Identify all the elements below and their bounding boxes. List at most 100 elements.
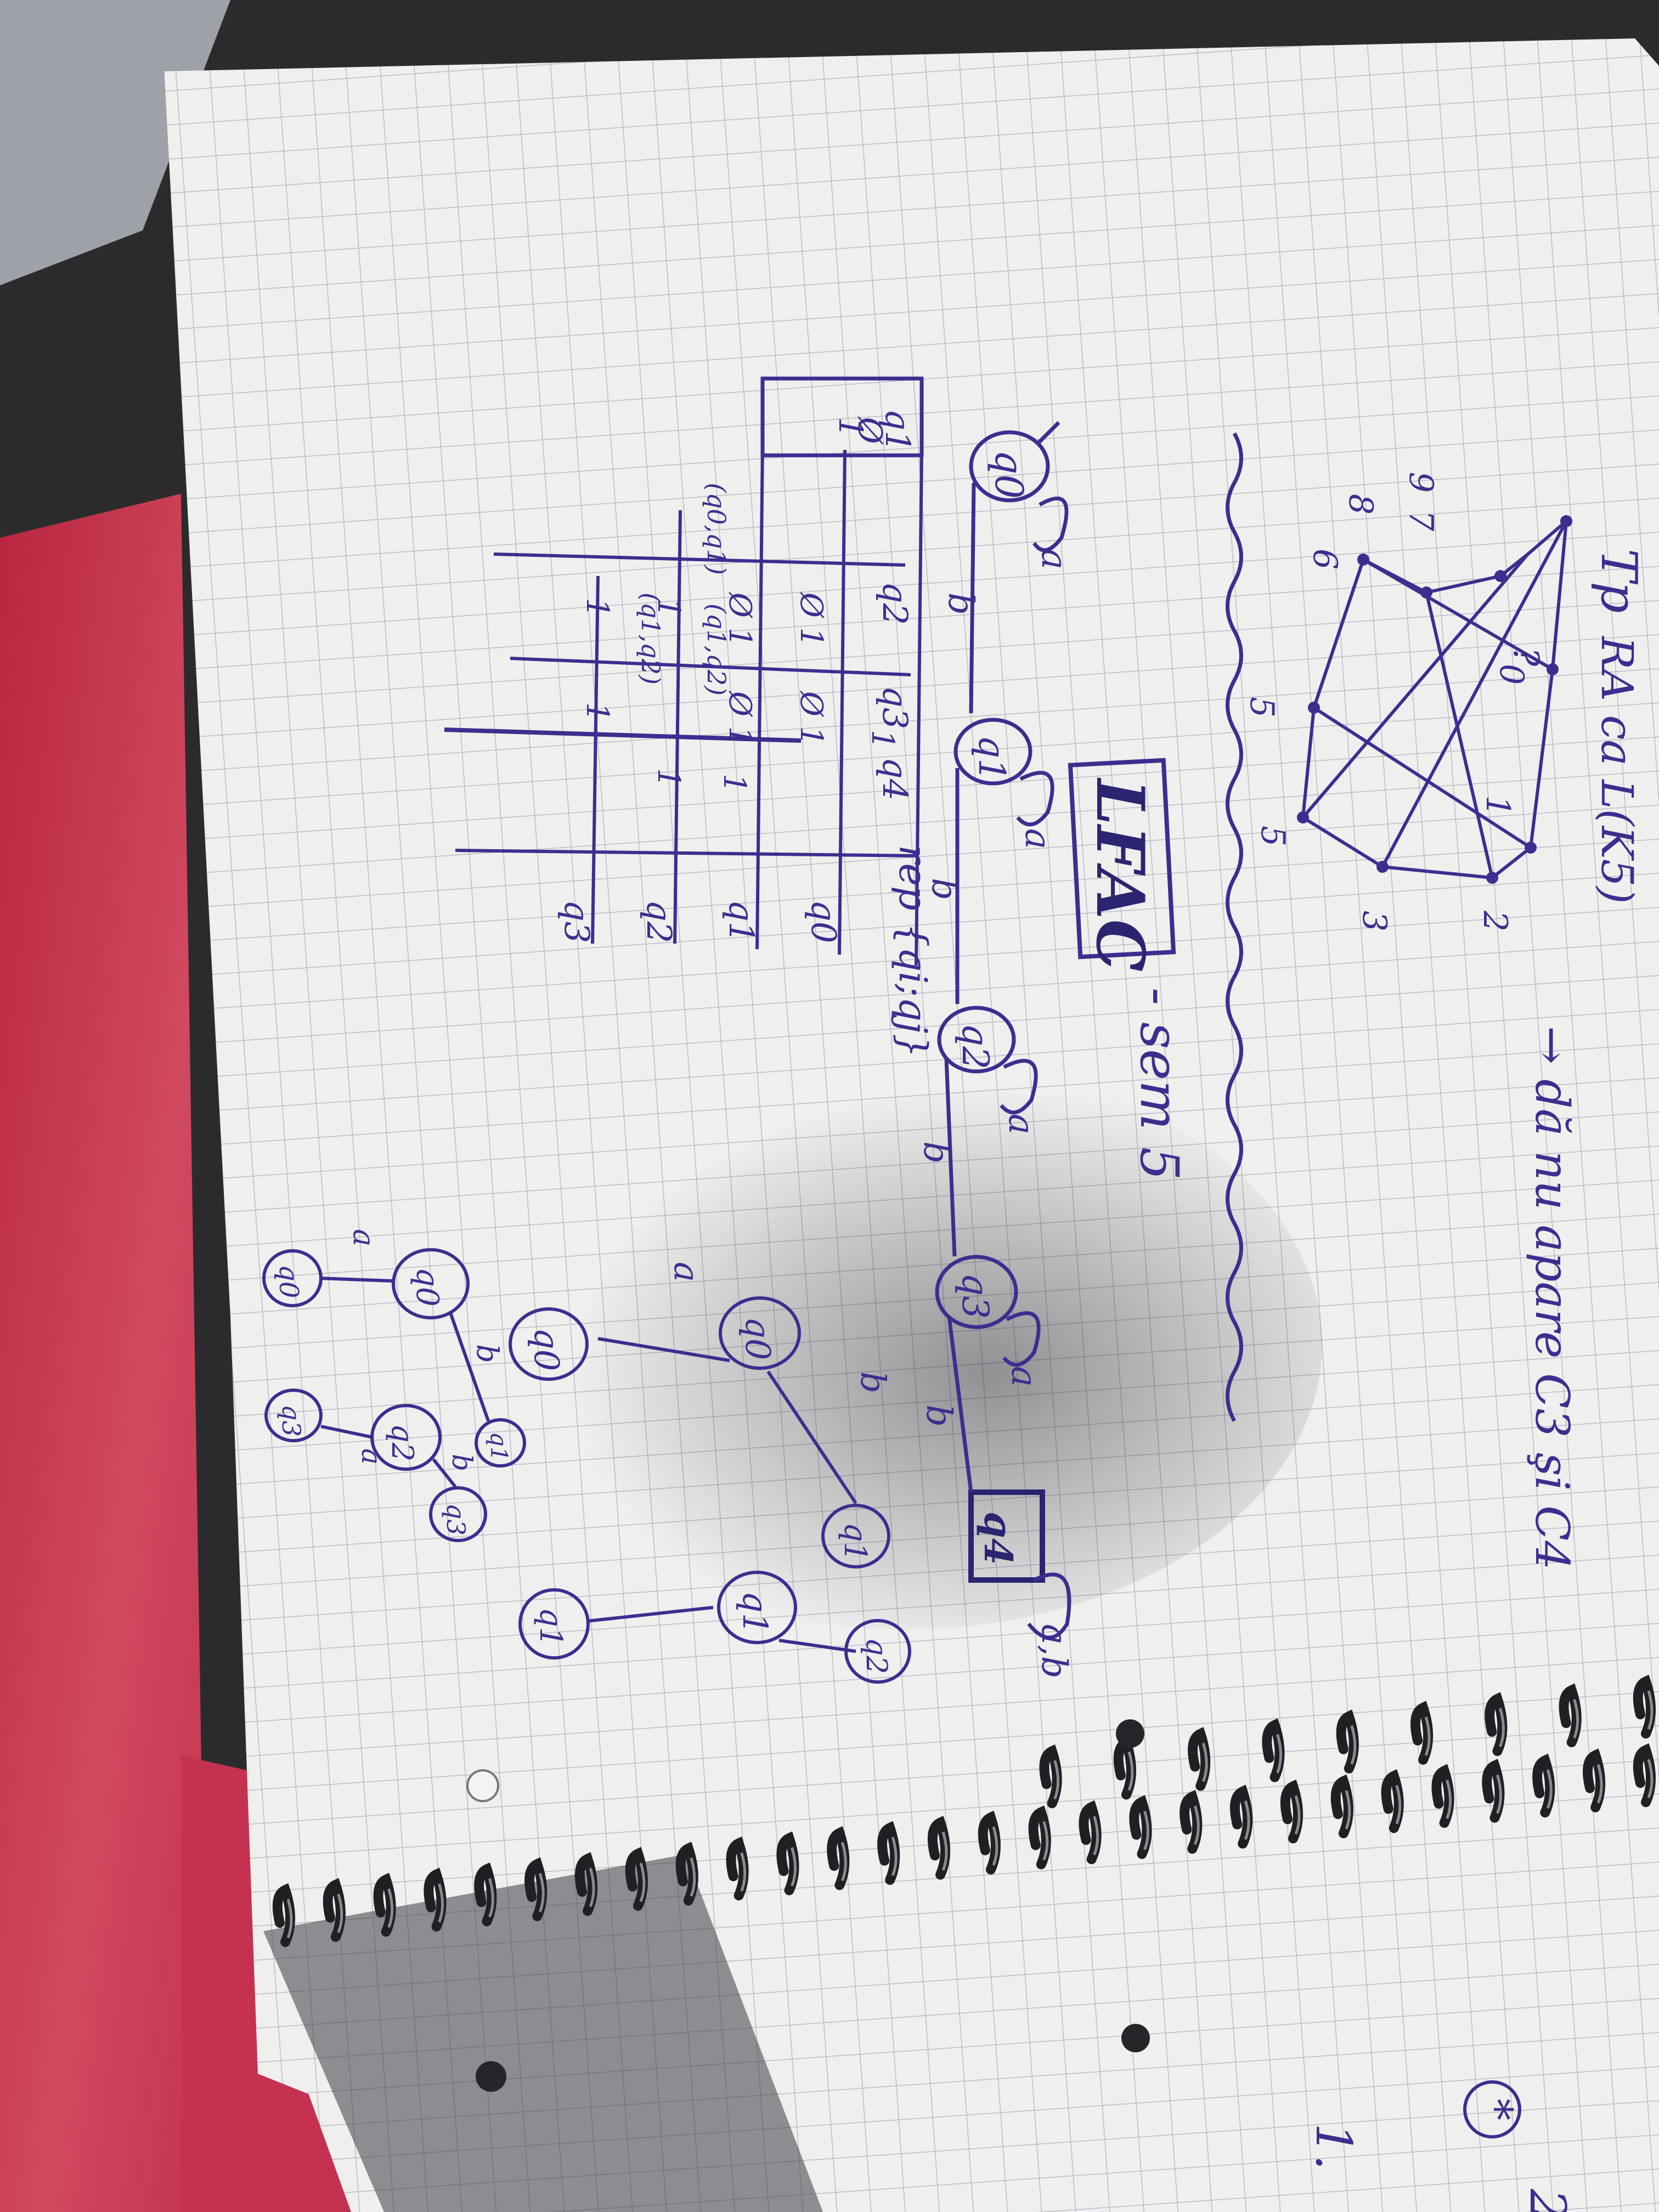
hand-shadow	[488, 1059, 1322, 1629]
state-label: q0	[986, 450, 1031, 499]
table-cell: 1	[651, 768, 686, 788]
table-row-label: q1	[721, 900, 761, 943]
punch-hole	[1116, 1719, 1144, 1748]
vertex-labels: 0 1 2 3 5 6 7 8 9 5	[1243, 472, 1531, 932]
spiral-ring-highlight	[1499, 1708, 1505, 1747]
line-c3-c4: → dă nu apare C3 şi C4	[1525, 1026, 1579, 1570]
relation-note: rep {qi;qj}	[890, 845, 935, 1058]
state-q3	[935, 1255, 1018, 1329]
punch-hole	[1121, 2024, 1150, 2052]
loop-label: a	[1001, 1114, 1041, 1135]
tree-edge-label: b	[446, 1454, 478, 1471]
heading-rest: RA ca L(K5)	[1592, 635, 1643, 904]
edge-q2-q3	[944, 1058, 957, 1257]
table-header-labels: q1 q2 q3 q4	[875, 409, 918, 800]
table-cells: Ø 1 Ø 1 1 1 Ø 1 Ø 1 1 (q0,q1) (q1,q2) 1 …	[557, 416, 900, 943]
spiral-ring-highlight	[1350, 1725, 1357, 1765]
tree-edge-label: a	[667, 1262, 707, 1282]
tree-big	[509, 1296, 911, 1684]
edge-label: b	[916, 1141, 956, 1164]
table-row-label: q3	[557, 900, 597, 943]
tree-node: q1	[486, 1432, 512, 1462]
vertex-label: 6	[1306, 549, 1344, 569]
star-circle	[1463, 2080, 1521, 2138]
shadow-band	[263, 1854, 823, 2212]
spiral-ring-highlight	[538, 1873, 545, 1912]
spiral-ring-highlight	[589, 1867, 595, 1908]
table-cell: (q1,q2)	[636, 592, 665, 685]
start-arrow	[1035, 421, 1060, 446]
spiral-ring-highlight	[1042, 1821, 1049, 1861]
title-lfac: LFAC	[1081, 777, 1159, 972]
tree-edge-label: b	[470, 1344, 505, 1363]
vertex-label: 1	[1479, 795, 1517, 816]
tree-node: q1	[533, 1607, 568, 1646]
title-box	[1068, 758, 1176, 960]
spiral-ring-highlight	[1647, 1690, 1654, 1730]
loop-q0	[1032, 496, 1069, 552]
state-label: q2	[954, 1023, 996, 1069]
spiral-ring-highlight	[286, 1899, 293, 1938]
spiral-ring-highlight	[1053, 1760, 1060, 1799]
spiral-ring-highlight	[639, 1863, 646, 1902]
tree-node: q0	[409, 1267, 445, 1306]
table-header: q3	[875, 686, 915, 729]
vertex-label: 5	[1254, 826, 1292, 847]
spiral-ring-highlight	[1345, 1790, 1351, 1830]
tree-node: q1	[837, 1522, 873, 1561]
spiral-ring-highlight	[1127, 1751, 1134, 1791]
state-label: q1	[970, 735, 1013, 781]
graph-vertices	[1297, 515, 1572, 884]
spiral-ring-highlight	[1276, 1734, 1282, 1774]
tree-node: q2	[385, 1424, 420, 1462]
loop-q2	[1000, 1059, 1038, 1115]
loop-q1	[1016, 771, 1054, 827]
state-q0	[969, 430, 1050, 503]
tree-edge-label: a	[347, 1229, 381, 1246]
punch-hole	[466, 1769, 499, 1802]
spiral-ring-highlight	[1193, 1805, 1200, 1845]
spiral-ring-highlight	[740, 1852, 747, 1892]
loop-label: a	[1003, 1366, 1044, 1387]
star-mark: *	[1471, 2098, 1522, 2120]
table-cell: 1	[651, 598, 686, 618]
tree-small	[262, 1248, 526, 1542]
spiral-ring-highlight	[1647, 1759, 1654, 1798]
loop-q4	[1027, 1572, 1071, 1640]
table-side-value: 1	[831, 417, 870, 438]
state-label: q4	[975, 1511, 1021, 1565]
tree-node: q1	[735, 1591, 775, 1634]
table-cell: 1	[579, 598, 615, 618]
spiral-ring-highlight	[1143, 1810, 1149, 1850]
spiral-ring-highlight	[690, 1857, 696, 1897]
edge-label: b	[940, 592, 981, 615]
spiral-binding	[272, 1674, 1656, 1947]
tree-node: q0	[738, 1317, 778, 1360]
edge-label: b	[924, 878, 964, 900]
vertex-label: 8	[1341, 494, 1380, 515]
spiral-ring-highlight	[1244, 1800, 1250, 1840]
wavy-separator	[1226, 432, 1243, 1422]
spiral-ring-highlight	[1201, 1742, 1208, 1782]
seminar-label: - sem 5	[1128, 988, 1190, 1181]
automaton: q0 q1 q2 q3 q4 a a a a a,b b b b b	[890, 421, 1074, 1678]
table-cell: Ø 1	[722, 690, 758, 746]
margin-number-1: 1.	[1305, 2123, 1362, 2170]
table-header: q4	[875, 757, 915, 800]
graph-drawing	[1301, 520, 1568, 880]
vertex-label: 0	[1492, 664, 1531, 685]
loop-label: a	[1017, 828, 1058, 849]
table-cell: Ø 1	[793, 591, 829, 647]
spiral-ring-highlight	[1395, 1785, 1402, 1825]
spiral-ring-highlight	[438, 1883, 444, 1923]
margin-number-2: 2.	[1519, 2188, 1576, 2212]
edge-q0-q1	[969, 482, 976, 714]
tree-node: q3	[276, 1404, 306, 1437]
table-cell: (q1,q2)	[702, 603, 731, 696]
edge-label: b	[918, 1404, 959, 1427]
spiral-ring-highlight	[941, 1831, 948, 1871]
spiral-ring-highlight	[1546, 1769, 1553, 1809]
vertex-label: 5	[1243, 697, 1281, 718]
table-header: q2	[875, 582, 915, 625]
